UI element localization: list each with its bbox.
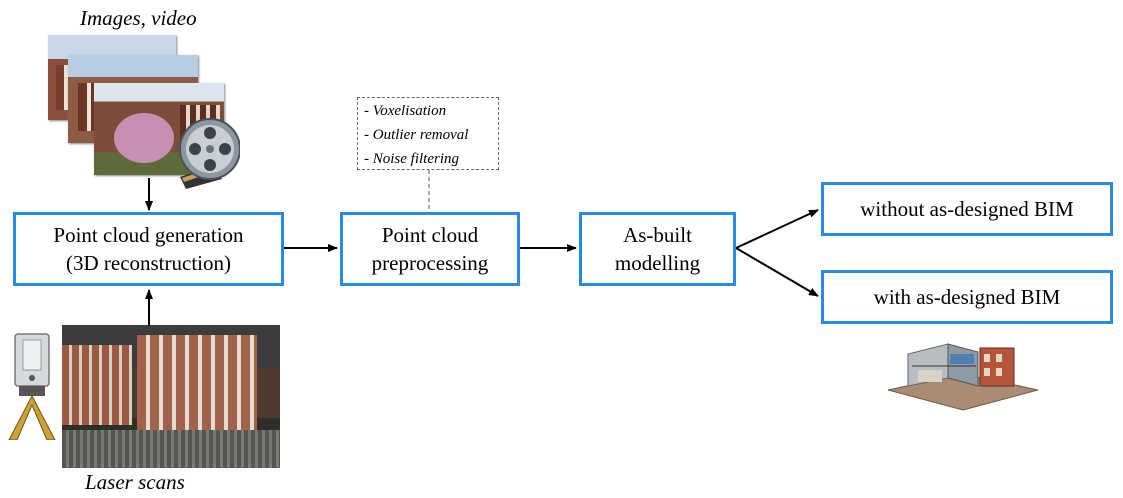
as-built-modelling-label: As-built modelling bbox=[614, 223, 701, 275]
preprocessing-steps-note: - Voxelisation - Outlier removal - Noise… bbox=[357, 97, 499, 170]
arrow-asbuilt-to-without bbox=[735, 209, 819, 249]
point-cloud-generation-label: Point cloud generation (3D reconstructio… bbox=[53, 223, 244, 275]
point-cloud-preprocessing-box: Point cloud preprocessing bbox=[340, 212, 520, 286]
without-as-designed-bim-box: without as-designed BIM bbox=[821, 182, 1113, 236]
point-cloud-preprocessing-label: Point cloud preprocessing bbox=[371, 223, 489, 275]
laser-scans-caption: Laser scans bbox=[85, 470, 185, 494]
photo-stack-icon bbox=[48, 35, 240, 189]
as-built-modelling-box: As-built modelling bbox=[579, 212, 736, 286]
laser-scan-photo bbox=[62, 325, 280, 468]
step-noise-filtering: - Noise filtering bbox=[364, 151, 459, 167]
point-cloud-generation-box: Point cloud generation (3D reconstructio… bbox=[13, 212, 284, 286]
images-video-caption: Images, video bbox=[80, 6, 197, 30]
laser-scanner-icon bbox=[8, 333, 56, 440]
film-reel-icon bbox=[179, 118, 240, 189]
step-outlier-removal: - Outlier removal bbox=[364, 127, 469, 143]
with-as-designed-bim-label: with as-designed BIM bbox=[873, 285, 1061, 309]
without-as-designed-bim-label: without as-designed BIM bbox=[860, 197, 1074, 221]
step-voxelisation: - Voxelisation bbox=[364, 103, 447, 119]
with-as-designed-bim-box: with as-designed BIM bbox=[821, 270, 1113, 324]
arrow-asbuilt-to-with bbox=[735, 247, 819, 297]
bim-model-icon bbox=[888, 343, 1038, 411]
